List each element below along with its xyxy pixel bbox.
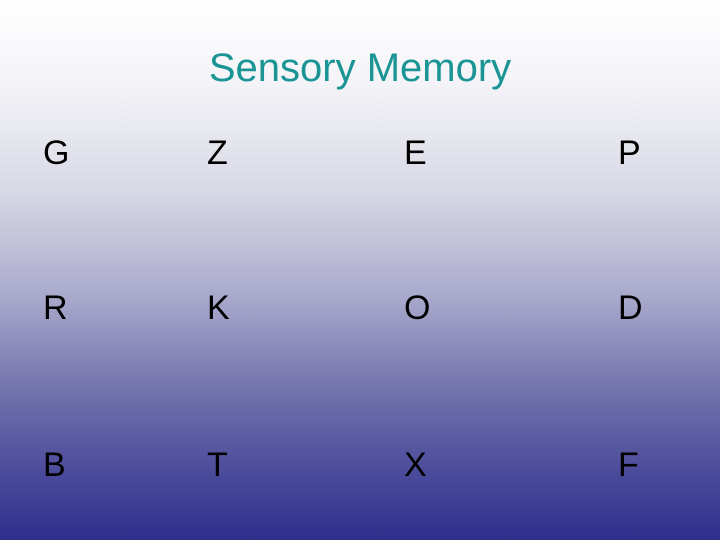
letter-cell: D <box>618 289 643 327</box>
letter-cell: R <box>43 289 68 327</box>
slide-title: Sensory Memory <box>208 46 512 90</box>
letter-cell: E <box>404 134 427 172</box>
letter-cell: O <box>404 289 431 327</box>
letter-cell: T <box>207 446 228 484</box>
letter-cell: P <box>618 134 641 172</box>
letter-cell: K <box>207 289 230 327</box>
letter-cell: G <box>43 134 70 172</box>
letter-cell: B <box>43 446 66 484</box>
letter-cell: F <box>618 446 639 484</box>
letter-cell: X <box>404 446 427 484</box>
letter-cell: Z <box>207 134 228 172</box>
